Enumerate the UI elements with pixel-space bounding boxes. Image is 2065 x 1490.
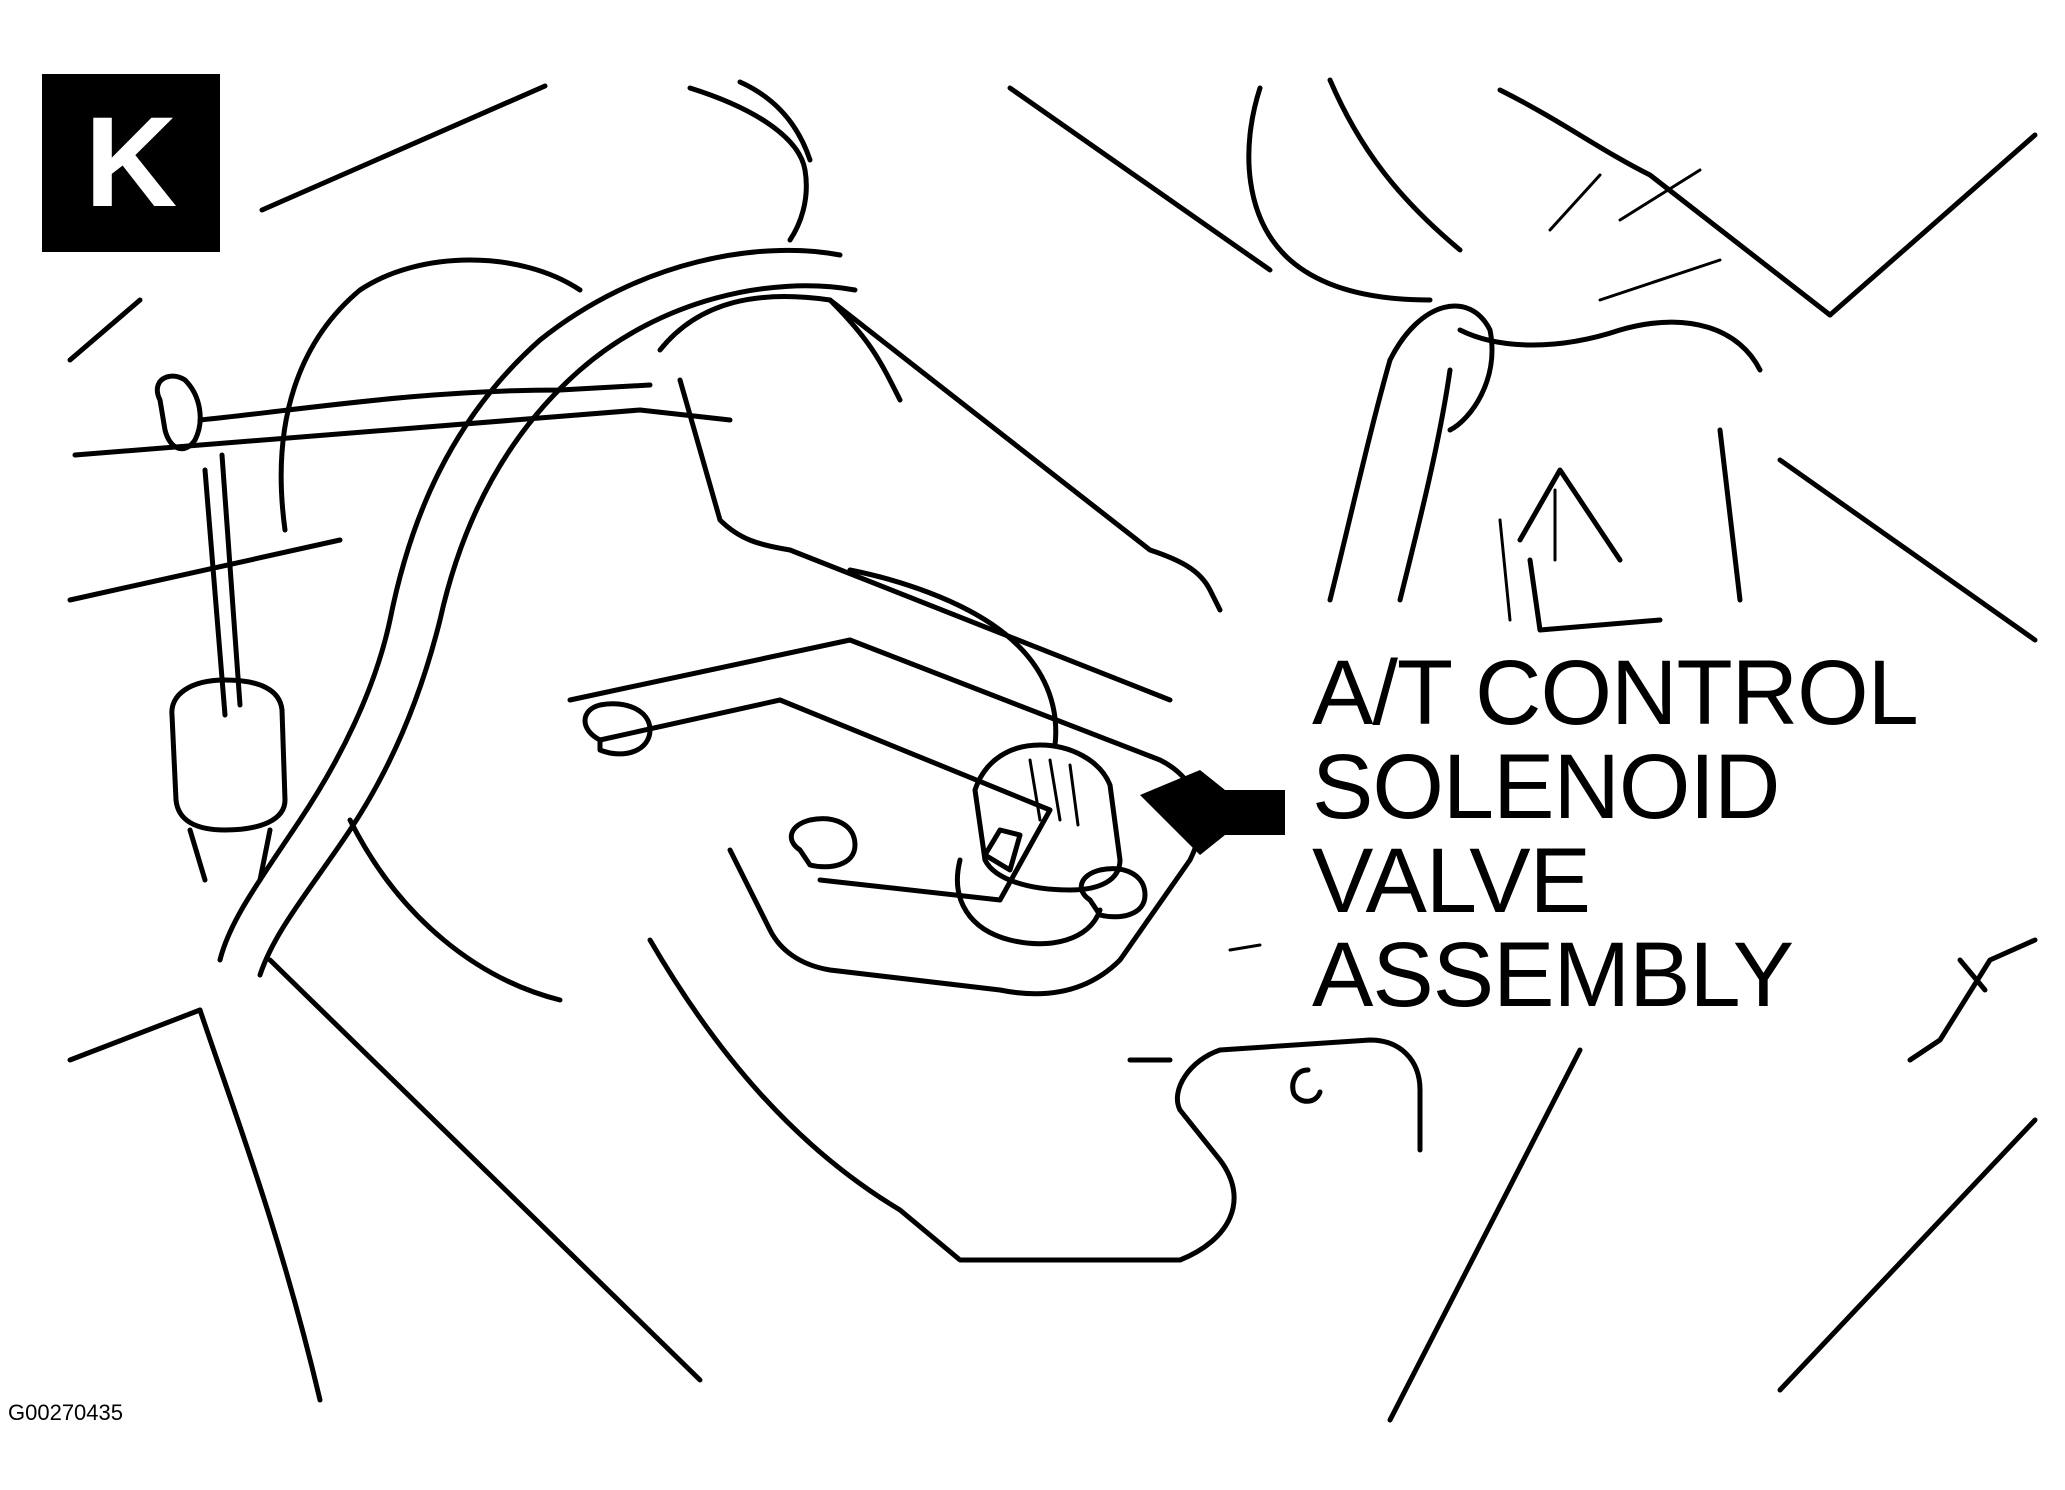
section-badge: K [42, 74, 220, 252]
upper-left-contour [259, 83, 548, 213]
connector-window [982, 827, 1023, 873]
harness-arc-outer [217, 247, 843, 963]
lower-left-diagonal [267, 957, 703, 1383]
harness-arc-inner [257, 283, 858, 978]
harness-loop [1387, 303, 1495, 433]
right-tick [1957, 957, 1988, 993]
plate-slot [1228, 943, 1262, 952]
left-edge-contour [67, 297, 143, 363]
callout-line-3: VALVE [1312, 830, 1591, 932]
right-pipe-bend [1327, 77, 1463, 253]
left-band [197, 382, 653, 423]
lower-left-sweep [197, 1007, 323, 1403]
dipstick-tube [169, 677, 288, 833]
bolt-right [1078, 866, 1148, 920]
right-tube-lines [1548, 168, 1722, 302]
callout-line-1: A/T CONTROL [1312, 642, 1919, 744]
callout-line-4: ASSEMBLY [1312, 924, 1794, 1026]
right-bracket-top [1497, 87, 1833, 318]
left-wide-sweep [72, 407, 733, 458]
bolt-left [582, 701, 653, 757]
figure-id: G00270435 [8, 1400, 123, 1425]
lower-center-diagonal [647, 937, 1183, 1263]
component-callout: A/T CONTROL SOLENOID VALVE ASSEMBLY [1312, 646, 2052, 1022]
dipstick-rod [202, 467, 228, 718]
dipstick-ring [155, 373, 203, 452]
lower-hole [1290, 1067, 1323, 1104]
bottom-left-edge [67, 1007, 203, 1063]
bowl-lower [347, 817, 563, 1003]
connector-barrel [954, 857, 1103, 947]
far-right-diagonal [1777, 1117, 2038, 1393]
top-hose-right [737, 79, 813, 163]
manifold-bottom-edge [677, 377, 1173, 703]
right-step [1907, 937, 2038, 1063]
upper-right-frame [1007, 85, 1273, 273]
callout-line-2: SOLENOID [1312, 736, 1780, 838]
right-cable [1457, 319, 1763, 373]
plate-inner [597, 697, 1053, 903]
manifold-top-edge [657, 294, 1223, 613]
right-pipe-outer [1246, 85, 1433, 303]
bracket-detail [1498, 488, 1557, 622]
dipstick-rod-b [219, 452, 243, 708]
bolt-mid [788, 816, 858, 870]
arrow-left-icon [1140, 770, 1285, 855]
plate-outline [567, 637, 1203, 997]
vertical-harness-b [1397, 367, 1453, 603]
connector-wire [847, 567, 1059, 748]
left-mid-sweep [67, 537, 343, 603]
dipstick-lower [187, 827, 273, 883]
manifold-inner [827, 297, 903, 403]
triangle-bracket [1517, 467, 1663, 633]
top-hose-left [687, 85, 809, 243]
connector-body [972, 742, 1123, 893]
lower-right-diagonal [1387, 1047, 1583, 1423]
right-lower-diagonal [1777, 457, 2038, 643]
right-vertical-rod [1717, 427, 1743, 603]
right-diagonal [1827, 132, 2038, 318]
vertical-harness-a [1327, 357, 1393, 603]
lower-frame [1174, 1037, 1423, 1263]
connector-pins [1028, 758, 1080, 827]
